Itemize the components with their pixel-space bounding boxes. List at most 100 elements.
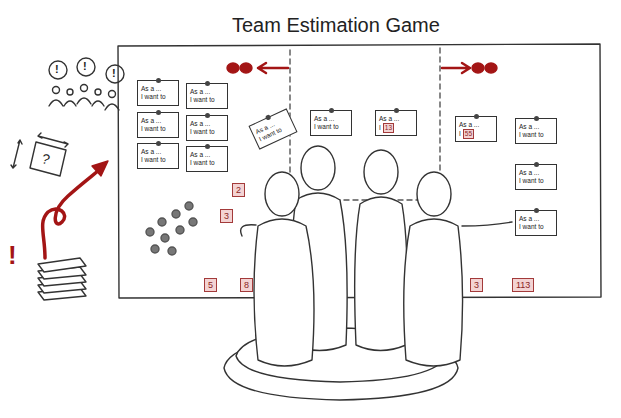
story-card: As a ...I want to [137, 143, 179, 169]
dot [172, 210, 180, 218]
team [224, 146, 512, 400]
card-line: I want to [519, 131, 553, 139]
estimate-number: 3 [470, 278, 483, 292]
question-mark: ? [40, 150, 52, 167]
card-text: As a ... [379, 115, 413, 123]
person-head [95, 89, 101, 95]
pin [394, 108, 399, 113]
left-arrow [227, 63, 288, 73]
estimate-number: 113 [512, 278, 534, 292]
dot [168, 247, 176, 255]
story-card: As a ...I want to [186, 83, 228, 109]
red-dot [485, 63, 497, 73]
card-line: I want to [141, 156, 175, 164]
pin [329, 108, 334, 113]
story-card: As a ...I want to [515, 164, 557, 190]
estimate-number: 5 [204, 278, 217, 292]
arrowhead [92, 161, 108, 176]
story-card: As a ...I want to [310, 110, 352, 136]
speech-bubble [77, 58, 95, 76]
card-line: I want to [141, 125, 175, 133]
person-arm [241, 225, 256, 236]
pin [156, 78, 161, 83]
card-text: I want to [519, 177, 544, 185]
exclamation-mark: ! [55, 63, 59, 75]
person-arm [462, 222, 512, 226]
red-dot [240, 63, 252, 73]
pin [156, 141, 161, 146]
arrow [258, 63, 288, 73]
person-head [109, 91, 116, 98]
card-text: I want to [190, 96, 215, 104]
card-line: I55 [459, 129, 493, 139]
red-dot [227, 63, 239, 73]
card-line: I want to [519, 223, 553, 231]
card-text: As a ... [519, 215, 553, 223]
exclamation-mark: ! [8, 240, 17, 271]
dot [176, 226, 184, 234]
story-card: As a ...I want to [137, 80, 179, 106]
card-text: I want to [519, 223, 544, 231]
person-head [67, 89, 73, 95]
pin [156, 110, 161, 115]
pin [264, 114, 271, 121]
estimate-number: 55 [463, 129, 474, 139]
exclamation-mark: ! [112, 67, 116, 79]
story-card: As a ...I want to [515, 210, 557, 236]
pin [534, 116, 539, 121]
dimension-arrow [38, 133, 68, 147]
card-text: I [379, 124, 381, 132]
dot [189, 218, 197, 226]
card-line: I want to [141, 93, 175, 101]
person-head [53, 87, 60, 94]
dot [158, 218, 166, 226]
estimate-number: 3 [220, 209, 233, 223]
dimension-arrow [11, 140, 22, 168]
estimate-number: 13 [383, 123, 394, 133]
exclamation-mark: ! [83, 60, 87, 72]
pin [205, 144, 210, 149]
story-card: As a ...I55 [455, 116, 497, 142]
pin [534, 162, 539, 167]
estimate-number: 2 [232, 183, 245, 197]
pin [205, 81, 210, 86]
pin [474, 114, 479, 119]
card-text: I [459, 130, 461, 138]
crowd-icon [49, 58, 124, 110]
card-text: I want to [314, 123, 339, 131]
title: Team Estimation Game [232, 14, 440, 37]
card-text: I want to [141, 93, 166, 101]
card-line: I want to [190, 96, 224, 104]
person-head [417, 172, 451, 216]
card-text: I want to [141, 156, 166, 164]
card-text: I want to [190, 159, 215, 167]
card-text: I want to [190, 128, 215, 136]
person-head [301, 146, 335, 190]
speech-bubble [49, 61, 67, 79]
pin [205, 113, 210, 118]
story-card: As a ...I want to [186, 115, 228, 141]
story-card: As a ...I want to [515, 118, 557, 144]
dot [146, 228, 154, 236]
arrow [442, 63, 470, 73]
person-body [355, 197, 408, 351]
dot [151, 245, 159, 253]
person-body [49, 98, 119, 110]
right-arrow [442, 63, 497, 73]
card-stack [38, 258, 86, 300]
card-line: I13 [379, 123, 413, 133]
card-line: I want to [190, 159, 224, 167]
person-head [364, 150, 398, 194]
card-text: As a ... [314, 115, 348, 123]
column-divider [290, 48, 440, 200]
pin [534, 208, 539, 213]
card [30, 142, 66, 176]
card-text: As a ... [141, 148, 175, 156]
dot-cluster [146, 202, 197, 255]
estimate-number: 8 [240, 278, 253, 292]
story-card: As a ...I want to [186, 146, 228, 172]
card [38, 258, 86, 272]
